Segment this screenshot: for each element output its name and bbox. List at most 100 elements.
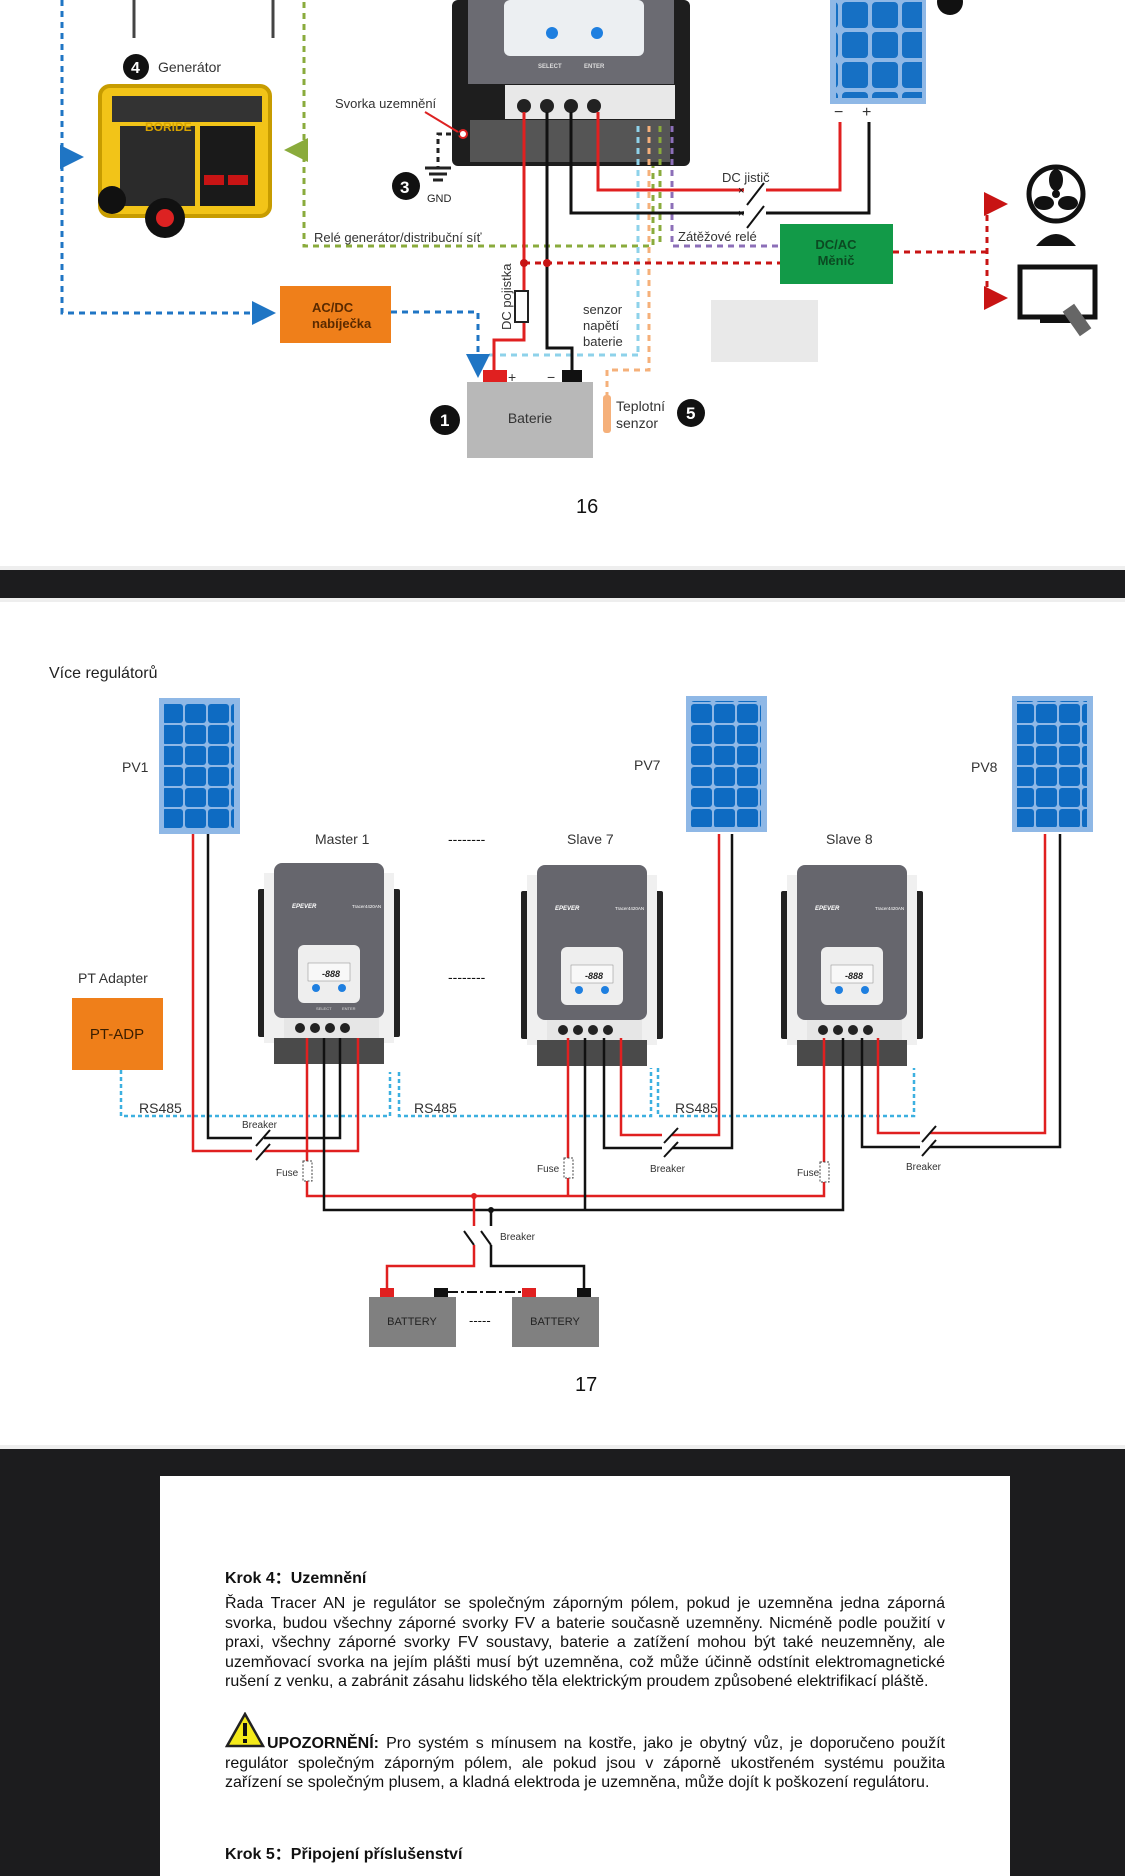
slave-7-label: Slave 7 <box>567 831 614 847</box>
wiring-diagram-multi: Více regulátorů PV1 PV7 PV8 Master 1 Sla… <box>49 664 1093 1347</box>
generator-label: Generátor <box>158 59 221 75</box>
breaker-icon-master <box>255 1129 271 1161</box>
ground-terminal-label: Svorka uzemnění <box>335 96 437 111</box>
svg-text:×: × <box>738 185 744 197</box>
battery2-negative <box>577 1288 591 1297</box>
voltage-sensor-label-2: napětí <box>583 318 620 333</box>
rs485-label-3: RS485 <box>675 1100 718 1116</box>
battery-bus-red <box>305 1038 826 1198</box>
badge-3 <box>392 172 420 200</box>
temp-sensor-icon <box>603 395 611 433</box>
generator-relay-label: Relé generátor/distribuční síť <box>314 230 482 245</box>
battery-positive-wire <box>492 112 526 372</box>
fuse-label-slave8: Fuse <box>797 1168 820 1179</box>
pv1-red-wire <box>191 834 252 1153</box>
grid-to-charger-line <box>60 0 276 325</box>
battery-negative-terminal <box>562 370 582 382</box>
battery-bus-black <box>322 1038 845 1212</box>
page-edge <box>0 598 1125 602</box>
badge-3-text: 3 <box>400 178 409 197</box>
model-master: Tracer4420AN <box>352 904 381 909</box>
battery-1-label: BATTERY <box>387 1316 437 1328</box>
model-slave-7: Tracer4420AN <box>615 906 644 911</box>
slave-8-label: Slave 8 <box>826 831 873 847</box>
battery1-positive <box>380 1288 394 1297</box>
pv-panel-8 <box>1012 696 1093 832</box>
breaker-label-main: Breaker <box>500 1232 536 1243</box>
warning-paragraph: UPOZORNĚNÍ: Pro systém s mínusem na kost… <box>224 1711 945 1793</box>
pv-plus-label: + <box>862 104 871 121</box>
battery-negative-wire <box>545 112 574 372</box>
badge-5-text: 5 <box>686 404 695 423</box>
load-relay-wire <box>670 126 780 248</box>
generator-relay-line <box>302 0 655 248</box>
lcd-master: -888 <box>322 969 340 979</box>
pt-adapter-label: PT Adapter <box>78 970 148 986</box>
pv-to-breaker-red <box>766 122 842 192</box>
breaker-label-slave7: Breaker <box>650 1164 686 1175</box>
badge-1-text: 1 <box>440 411 449 430</box>
tv-icon <box>1017 264 1098 337</box>
main-red-to-battery <box>385 1245 476 1288</box>
page-number-17: 17 <box>575 1374 598 1396</box>
page-number-16: 16 <box>576 496 599 518</box>
ellipsis-middle: -------- <box>448 969 486 985</box>
master-pv-black <box>264 1038 342 1140</box>
rs485-line-1 <box>119 1070 392 1118</box>
battery-2-label: BATTERY <box>530 1316 580 1328</box>
temp-sensor-label-1: Teplotní <box>616 398 665 414</box>
warning-body: Pro systém s mínusem na kostře, jako je … <box>225 1735 945 1791</box>
breaker-icon-slave8 <box>921 1125 937 1157</box>
select-label: SELECT <box>538 64 562 70</box>
step-5-heading: Krok 5：Připojení příslušenství <box>225 1846 463 1863</box>
slave7-pv-red <box>619 1038 662 1137</box>
gnd-label: GND <box>427 193 452 205</box>
pv-negative-wire <box>569 112 744 215</box>
battery1-negative <box>434 1288 448 1297</box>
breaker-icon-slave7 <box>663 1127 679 1158</box>
rs485-label-2: RS485 <box>414 1100 457 1116</box>
brand-slave-8: EPEVER <box>815 906 840 912</box>
step-4-body: Řada Tracer AN je regulátor se společným… <box>225 1595 945 1690</box>
charger-label-2: nabíječka <box>312 316 372 331</box>
fan-icon <box>1026 164 1086 246</box>
badge-4 <box>123 54 149 80</box>
temp-sensor-wire <box>605 126 651 400</box>
pv-panel-1 <box>159 698 240 834</box>
fuse-label-master: Fuse <box>276 1168 299 1179</box>
battery-2 <box>512 1297 599 1347</box>
pv-positive-wire <box>596 112 744 192</box>
wiring-diagram-single: BORIDE 4 Generátor SELECT ENTER Svorka u… <box>60 0 1098 458</box>
pv1-black-wire <box>206 834 252 1140</box>
charger-label-1: AC/DC <box>312 300 354 315</box>
ground-wire <box>436 132 460 168</box>
svg-text:×: × <box>738 208 744 220</box>
master-pv-red <box>264 1038 360 1153</box>
badge-2 <box>937 0 963 15</box>
pv7-black-wire <box>672 834 734 1150</box>
controller-slave-7 <box>520 864 664 1067</box>
warning-label: UPOZORNĚNÍ: <box>267 1735 379 1752</box>
battery-plus-label: + <box>508 369 516 385</box>
fuse-icon-slave7 <box>563 1157 574 1179</box>
rs485-label-1: RS485 <box>139 1100 182 1116</box>
brand-master: EPEVER <box>292 904 317 910</box>
page-16: BORIDE 4 Generátor SELECT ENTER Svorka u… <box>0 0 1125 570</box>
fuse-label-slave7: Fuse <box>537 1164 560 1175</box>
controller-master-1 <box>257 862 401 1065</box>
ac-dc-charger-box <box>280 286 391 343</box>
charge-controller: SELECT ENTER <box>452 0 690 166</box>
rs485-line-2 <box>397 1068 653 1118</box>
page-edge <box>0 566 1125 570</box>
ellipsis-top: -------- <box>448 831 486 847</box>
pv7-red-wire <box>672 834 721 1137</box>
dc-breaker-label: DC jistič <box>722 170 770 185</box>
step-4-heading: Krok 4：Uzemnění <box>225 1570 367 1587</box>
controller-slave-8 <box>780 864 924 1067</box>
breaker-label-slave8: Breaker <box>906 1162 942 1173</box>
ground-terminal-pointer <box>424 111 459 133</box>
pv7-label: PV7 <box>634 757 661 773</box>
page-18: Krok 4：Uzemnění Řada Tracer AN je regulá… <box>160 1476 1010 1876</box>
badge-1 <box>430 405 460 435</box>
lcd-slave-8: -888 <box>845 971 863 981</box>
